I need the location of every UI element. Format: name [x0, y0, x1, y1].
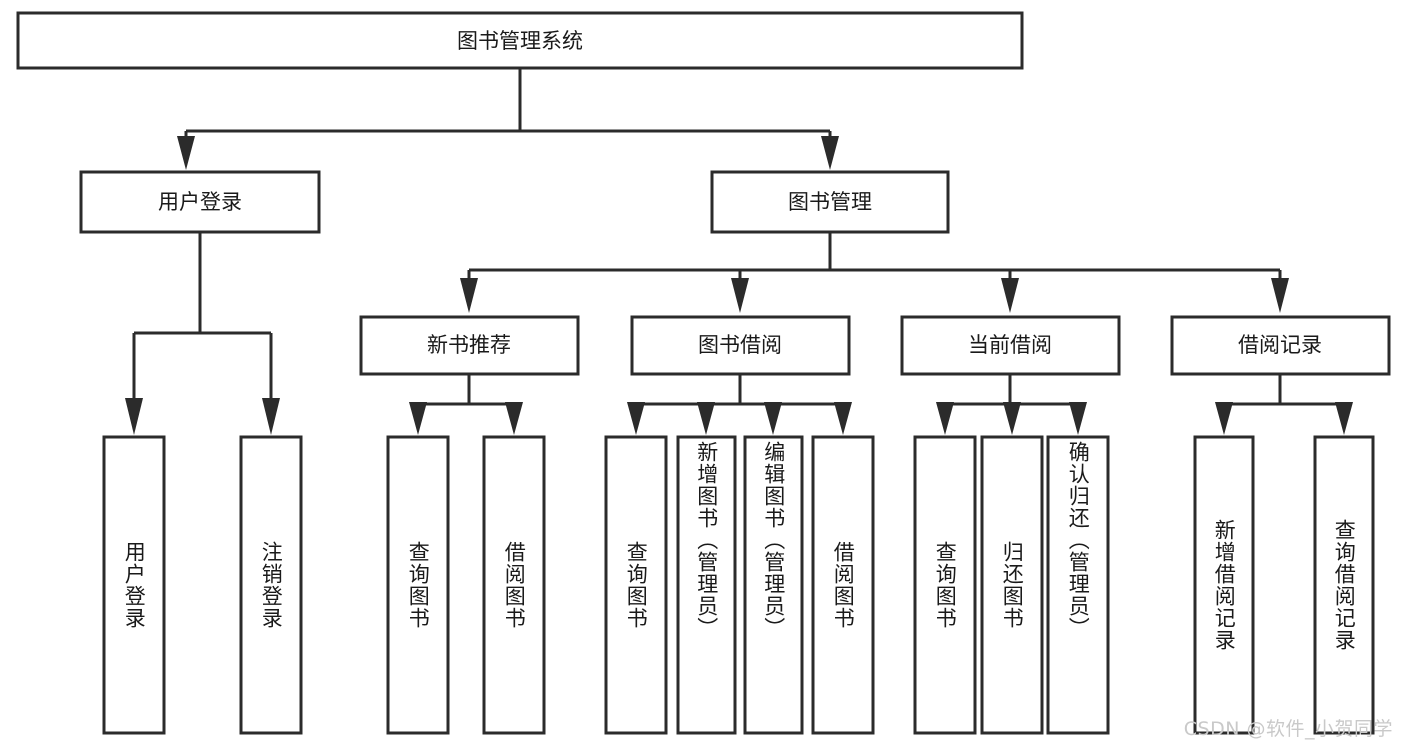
leaf-add-book-box[interactable] — [676, 435, 737, 735]
node-book-borrow[interactable]: 图书借阅 — [630, 315, 851, 376]
leaf-query-book-rec-box[interactable] — [386, 435, 450, 735]
node-current-borrow-label: 当前借阅 — [968, 333, 1052, 357]
arrowhead-leaf-edit-book — [764, 402, 782, 435]
connector-group-borrow-record — [1215, 374, 1353, 435]
arrowhead-book-borrow — [731, 278, 749, 313]
leaf-borrow-book-rec-box[interactable] — [482, 435, 546, 735]
node-new-book-rec-box[interactable] — [359, 315, 580, 376]
arrowhead-leaf-return-book — [1003, 402, 1021, 435]
node-new-book-rec-label: 新书推荐 — [427, 333, 511, 357]
node-root[interactable]: 图书管理系统 — [16, 11, 1024, 70]
arrowhead-leaf-confirm-return — [1069, 402, 1087, 435]
leaf-logout-box[interactable] — [239, 435, 303, 735]
leaf-confirm-return-box[interactable] — [1046, 435, 1110, 735]
leaf-query-book-cur-box[interactable] — [913, 435, 977, 735]
arrowhead-leaf-query-book-borrow — [627, 402, 645, 435]
connector-group-book-borrow — [627, 374, 852, 435]
connector-group-user-login — [125, 232, 280, 435]
arrowhead-leaf-user-login — [125, 398, 143, 435]
node-borrow-record[interactable]: 借阅记录 — [1170, 315, 1391, 376]
arrowhead-leaf-query-book-rec — [409, 402, 427, 435]
arrowhead-book-manage — [821, 136, 839, 170]
node-book-manage[interactable]: 图书管理 — [710, 170, 950, 234]
arrowhead-leaf-logout — [262, 398, 280, 435]
arrowhead-new-book-rec — [460, 278, 478, 313]
connector-group-new-book-rec — [409, 374, 523, 435]
node-root-box[interactable] — [16, 11, 1024, 70]
node-book-borrow-box[interactable] — [630, 315, 851, 376]
arrowhead-leaf-add-book — [697, 402, 715, 435]
node-new-book-rec[interactable]: 新书推荐 — [359, 315, 580, 376]
leaf-edit-book-box[interactable] — [743, 435, 804, 735]
csdn-watermark: CSDN @软件_小贺同学 — [1183, 718, 1393, 740]
leaf-query-record-box[interactable] — [1313, 435, 1375, 735]
node-book-borrow-label: 图书借阅 — [698, 333, 782, 357]
leaf-return-book-box[interactable] — [980, 435, 1044, 735]
arrowhead-user-login — [177, 136, 195, 170]
arrowhead-leaf-add-record — [1215, 402, 1233, 435]
connector-group-book-manage — [460, 232, 1289, 313]
node-book-manage-label: 图书管理 — [788, 190, 872, 214]
node-borrow-record-label: 借阅记录 — [1238, 333, 1322, 357]
leaf-add-record-box[interactable] — [1193, 435, 1255, 735]
connector-group-root — [177, 68, 839, 170]
connector-group-current-borrow — [936, 374, 1087, 435]
node-current-borrow[interactable]: 当前借阅 — [900, 315, 1121, 376]
arrowhead-leaf-query-book-cur — [936, 402, 954, 435]
arrowhead-leaf-query-record — [1335, 402, 1353, 435]
arrowhead-leaf-borrow-book-rec — [505, 402, 523, 435]
arrowhead-borrow-record — [1271, 278, 1289, 313]
node-user-login-label: 用户登录 — [158, 190, 242, 214]
node-user-login-box[interactable] — [79, 170, 321, 234]
leaf-borrow-book-box[interactable] — [811, 435, 875, 735]
leaf-query-book-borrow-box[interactable] — [604, 435, 668, 735]
node-borrow-record-box[interactable] — [1170, 315, 1391, 376]
leaf-box-group — [102, 435, 1375, 735]
node-root-label: 图书管理系统 — [457, 29, 583, 53]
node-user-login[interactable]: 用户登录 — [79, 170, 321, 234]
node-book-manage-box[interactable] — [710, 170, 950, 234]
node-current-borrow-box[interactable] — [900, 315, 1121, 376]
arrowhead-current-borrow — [1001, 278, 1019, 313]
arrowhead-leaf-borrow-book — [834, 402, 852, 435]
leaf-user-login-box[interactable] — [102, 435, 166, 735]
